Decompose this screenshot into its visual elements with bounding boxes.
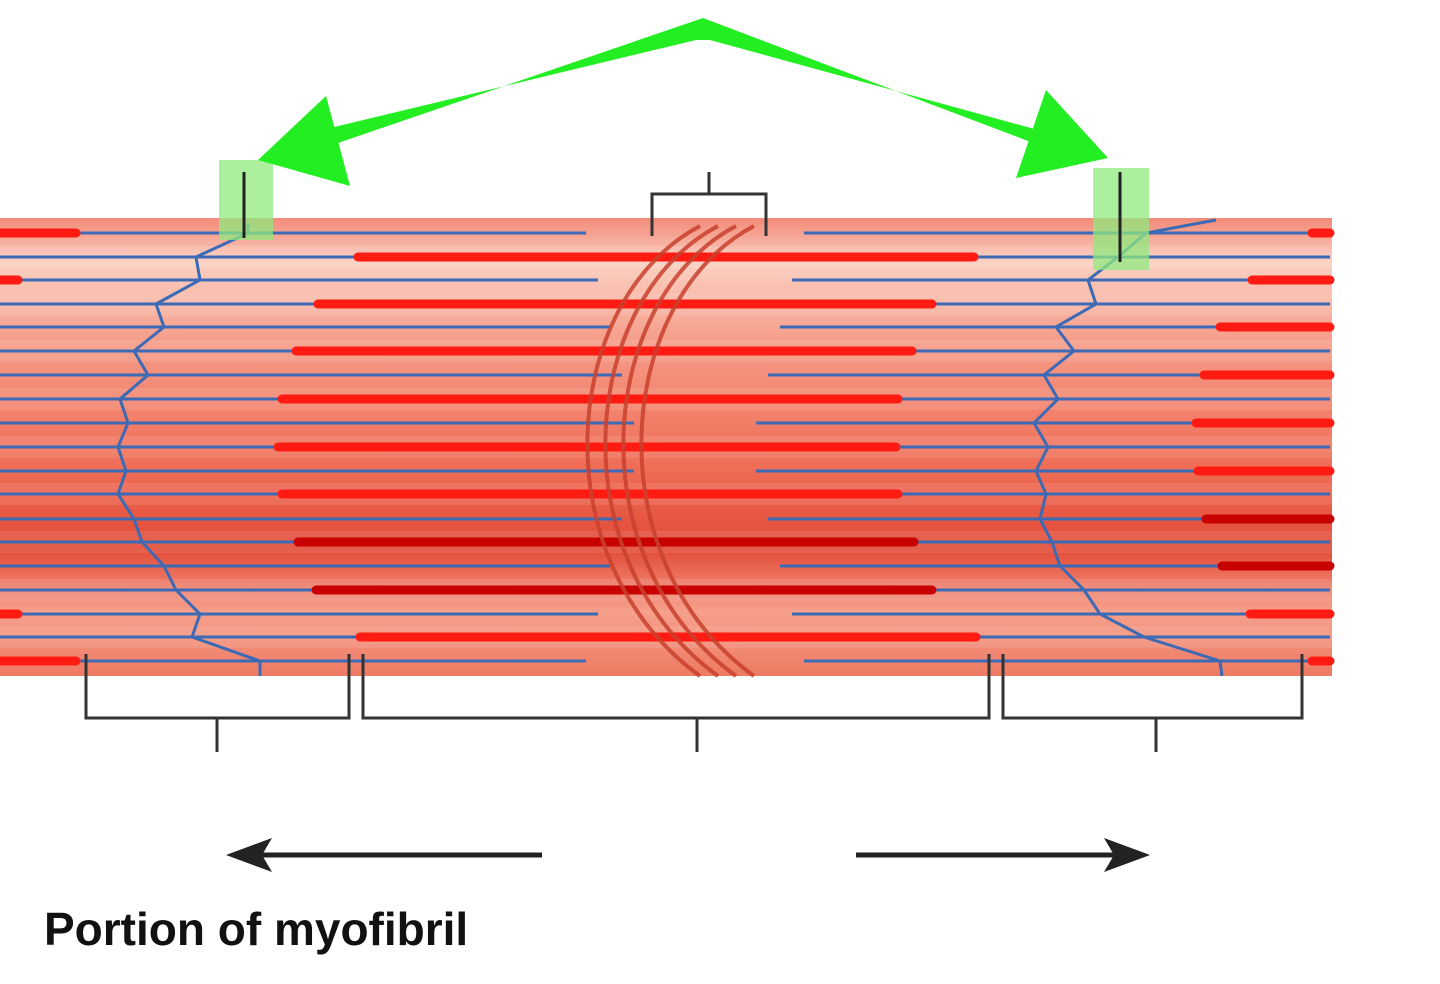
- i-band-bracket-left: [84, 654, 351, 752]
- z-disc-highlight-left: [219, 160, 273, 240]
- sarcomere-arrow-right: [856, 838, 1150, 872]
- highlight-arrow: [258, 18, 1108, 186]
- figure-caption: Portion of myofibril: [44, 903, 469, 955]
- a-band-bracket: [361, 654, 991, 752]
- h-zone-bracket: [650, 172, 768, 236]
- m-line-band: [585, 224, 756, 678]
- sarcomere-arrow-left: [226, 838, 542, 872]
- i-band-bracket-right: [1001, 654, 1304, 752]
